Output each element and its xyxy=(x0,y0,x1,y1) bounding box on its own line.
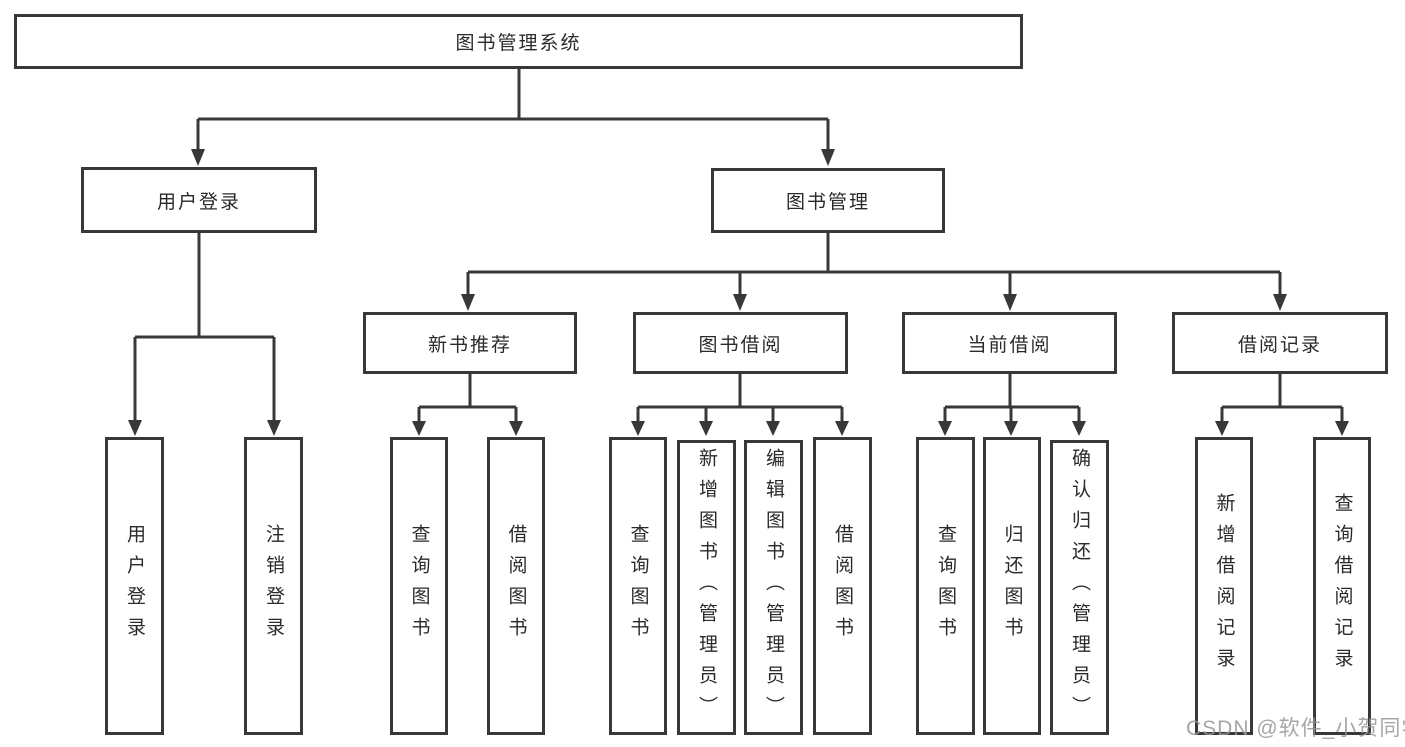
leaf-logout: 注销登录 xyxy=(244,437,303,735)
node-new-book-recommend: 新书推荐 xyxy=(363,312,577,374)
leaf-edit-books-admin: 编辑图书（管理员） xyxy=(744,440,803,735)
leaf-query-borrow-record: 查询借阅记录 xyxy=(1313,437,1371,735)
leaf-add-books-admin: 新增图书（管理员） xyxy=(677,440,736,735)
leaf-confirm-return-admin: 确认归还（管理员） xyxy=(1050,440,1109,735)
leaf-query-books-recommend: 查询图书 xyxy=(390,437,448,735)
node-book-borrowing: 图书借阅 xyxy=(633,312,848,374)
node-system-root: 图书管理系统 xyxy=(14,14,1023,69)
leaf-user-login: 用户登录 xyxy=(105,437,164,735)
leaf-borrow-books-borrowing: 借阅图书 xyxy=(813,437,872,735)
leaf-return-books: 归还图书 xyxy=(983,437,1041,735)
csdn-watermark: CSDN @软件_小贺同学 xyxy=(1186,717,1405,740)
leaf-borrow-books-recommend: 借阅图书 xyxy=(487,437,545,735)
leaf-query-books-current: 查询图书 xyxy=(916,437,975,735)
node-current-borrowing: 当前借阅 xyxy=(902,312,1117,374)
node-borrowing-records: 借阅记录 xyxy=(1172,312,1388,374)
node-book-management: 图书管理 xyxy=(711,168,945,233)
arrowheads xyxy=(128,149,1349,436)
leaf-query-books-borrowing: 查询图书 xyxy=(609,437,667,735)
tree-edges xyxy=(133,69,1344,423)
node-user-login: 用户登录 xyxy=(81,167,317,233)
leaf-add-borrow-record: 新增借阅记录 xyxy=(1195,437,1253,735)
